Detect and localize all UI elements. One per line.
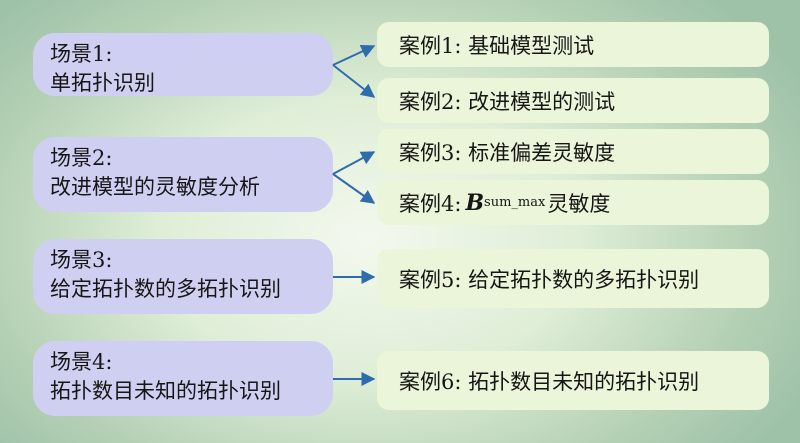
case-4-suffix: 灵敏度 [547,191,611,216]
case-4-subscript: sum_max [484,195,546,210]
scene-box-3: 场景3: 给定拓扑数的多拓扑识别 [33,239,333,314]
scene-3-desc: 给定拓扑数的多拓扑识别 [50,277,281,301]
case-box-1: 案例1: 基础模型测试 [377,22,769,67]
case-3-label: 案例3: 标准偏差灵敏度 [399,140,616,165]
scene-box-4: 场景4: 拓扑数目未知的拓扑识别 [33,341,333,416]
scene-4-desc: 拓扑数目未知的拓扑识别 [50,379,281,403]
arrow-scene2-case3 [332,151,376,175]
case-box-5: 案例5: 给定拓扑数的多拓扑识别 [377,249,769,308]
scene-1-title: 场景1: [50,42,113,66]
case-5-label: 案例5: 给定拓扑数的多拓扑识别 [399,267,700,292]
case-4-prefix: 案例4: [399,191,462,216]
case-box-6: 案例6: 拓扑数目未知的拓扑识别 [377,351,769,410]
scene-2-desc: 改进模型的灵敏度分析 [50,175,260,199]
case-box-3: 案例3: 标准偏差灵敏度 [377,129,769,174]
scene-1-desc: 单拓扑识别 [50,71,155,95]
scene-3-title: 场景3: [50,248,113,272]
scene-box-1: 场景1: 单拓扑识别 [33,33,333,96]
scene-box-2: 场景2: 改进模型的灵敏度分析 [33,137,333,212]
arrow-scene1-case2 [332,64,376,98]
scene-2-title: 场景2: [50,146,113,170]
arrow-scene2-case4 [332,173,376,204]
case-2-label: 案例2: 改进模型的测试 [399,89,616,114]
case-1-label: 案例1: 基础模型测试 [399,33,595,58]
case-4-symbol: B [465,189,485,216]
arrow-scene1-case1 [332,44,376,66]
scene-4-title: 场景4: [50,350,113,374]
case-6-label: 案例6: 拓扑数目未知的拓扑识别 [399,369,700,394]
case-box-2: 案例2: 改进模型的测试 [377,78,769,123]
